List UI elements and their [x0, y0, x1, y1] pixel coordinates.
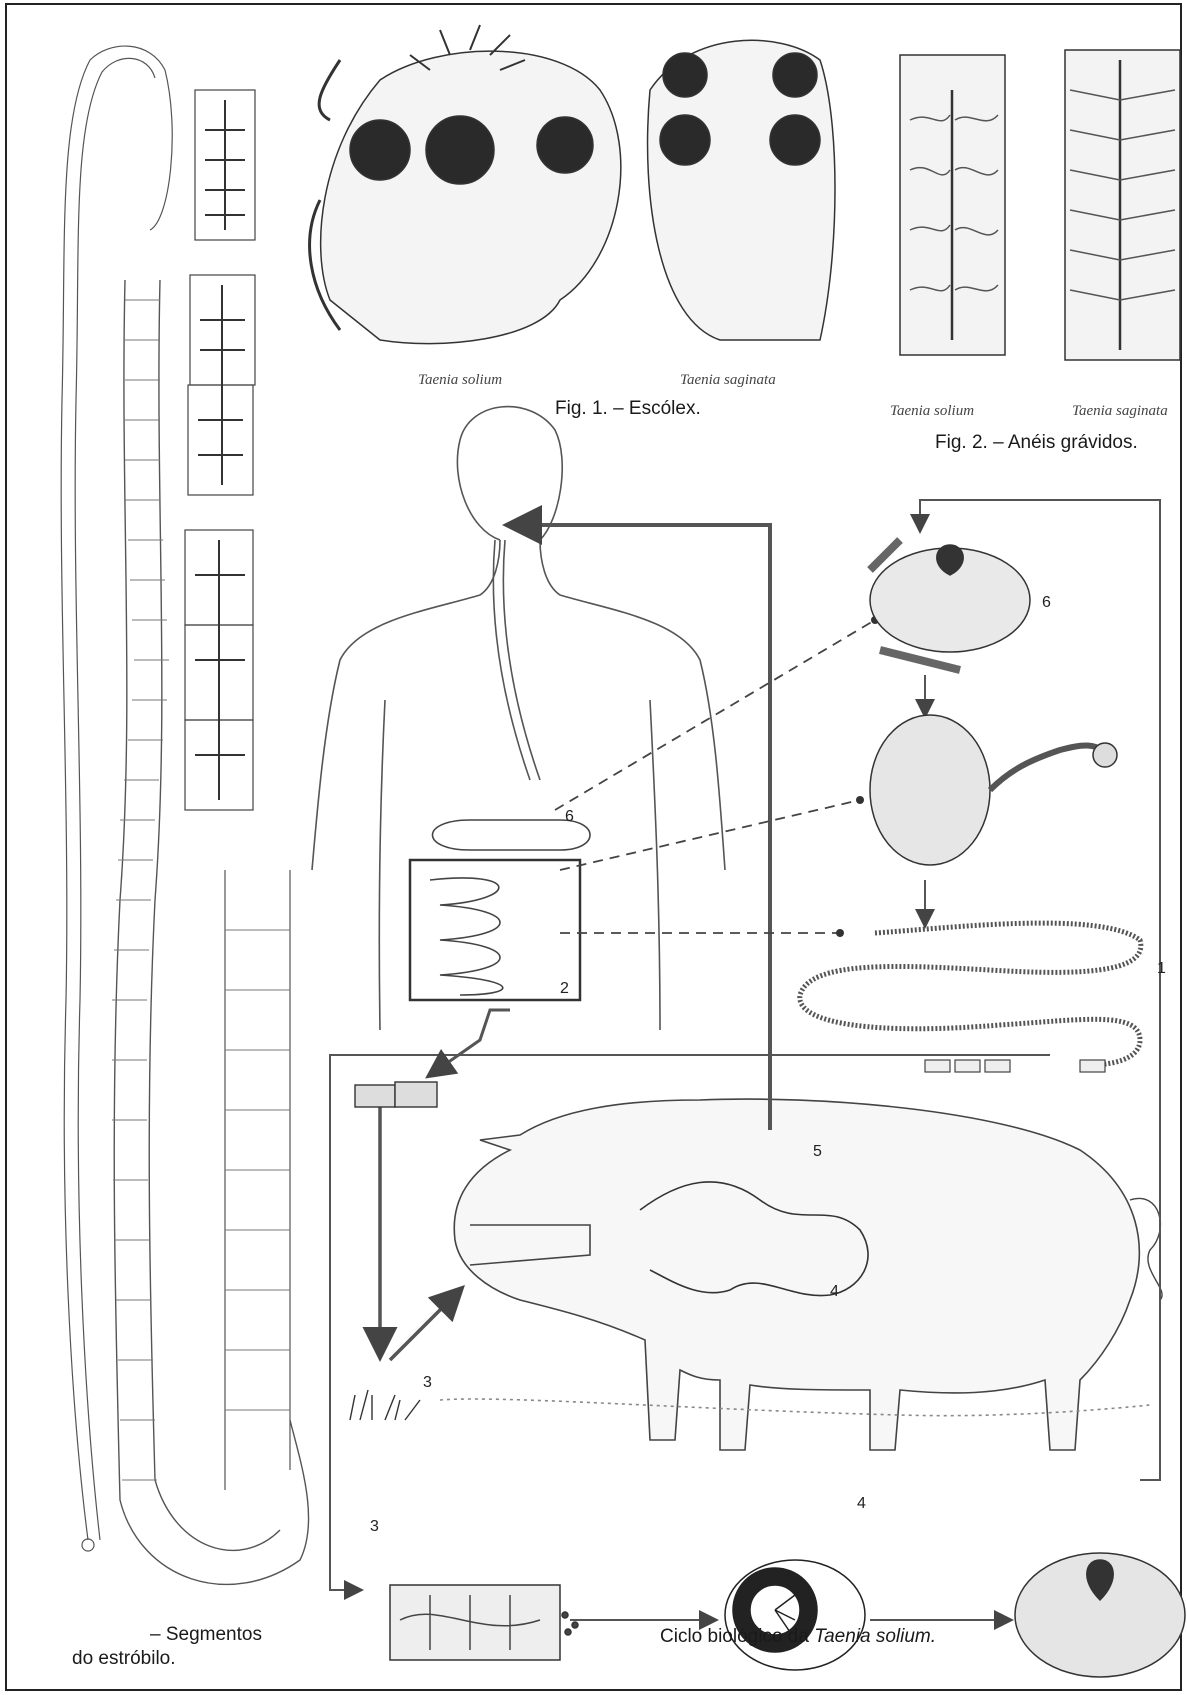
fig3-caption-line2: do estróbilo. — [72, 1648, 176, 1670]
cycle-caption-species: Taenia solium. — [814, 1626, 936, 1647]
cysticercus-bottom-illustration — [1015, 1553, 1185, 1677]
stage-label-2: 2 — [560, 980, 569, 998]
fig1-latin-left: Taenia solium — [418, 372, 502, 389]
egg-illustration — [725, 1560, 865, 1670]
fig3-caption-line1: – Segmentos — [150, 1624, 262, 1646]
fig1-caption: Fig. 1. – Escólex. — [555, 398, 701, 420]
scolex-illustration — [310, 25, 835, 344]
grass-patch — [350, 1390, 420, 1420]
cycle-connectors — [330, 500, 1160, 1620]
fig2-caption: Fig. 2. – Anéis grávidos. — [935, 432, 1138, 454]
fig2-latin-right: Taenia saginata — [1072, 403, 1168, 420]
stage-label-1: 1 — [1157, 960, 1166, 978]
stage-label-3-grass: 3 — [423, 1374, 432, 1392]
detached-segments — [925, 1060, 1105, 1072]
feces-segments — [355, 1082, 437, 1107]
fig2-latin-left: Taenia solium — [890, 403, 974, 420]
stage-label-6-stomach: 6 — [565, 808, 574, 826]
stage-dashed-links — [555, 620, 875, 933]
stage-label-3-segment: 3 — [370, 1518, 379, 1536]
fig1-latin-right: Taenia saginata — [680, 372, 776, 389]
gravid-segments-illustration — [900, 50, 1180, 360]
human-figure — [312, 407, 725, 1030]
stage-label-4-egg: 4 — [857, 1495, 866, 1513]
stage-label-4-pig: 4 — [830, 1283, 839, 1301]
adult-worm-coil — [800, 923, 1141, 1065]
stage-label-6-cyst: 6 — [1042, 594, 1051, 612]
cycle-caption: Ciclo biológico da Taenia solium. — [660, 1626, 936, 1648]
cysticercus-illustration — [870, 540, 1030, 670]
stage-label-5: 5 — [813, 1143, 822, 1161]
strobila-illustration — [61, 46, 308, 1584]
gravid-segment-eggs — [390, 1585, 578, 1660]
evaginated-cyst-illustration — [870, 715, 1117, 865]
cycle-caption-prefix: Ciclo biológico da — [660, 1626, 814, 1647]
pig-illustration — [440, 1099, 1162, 1450]
